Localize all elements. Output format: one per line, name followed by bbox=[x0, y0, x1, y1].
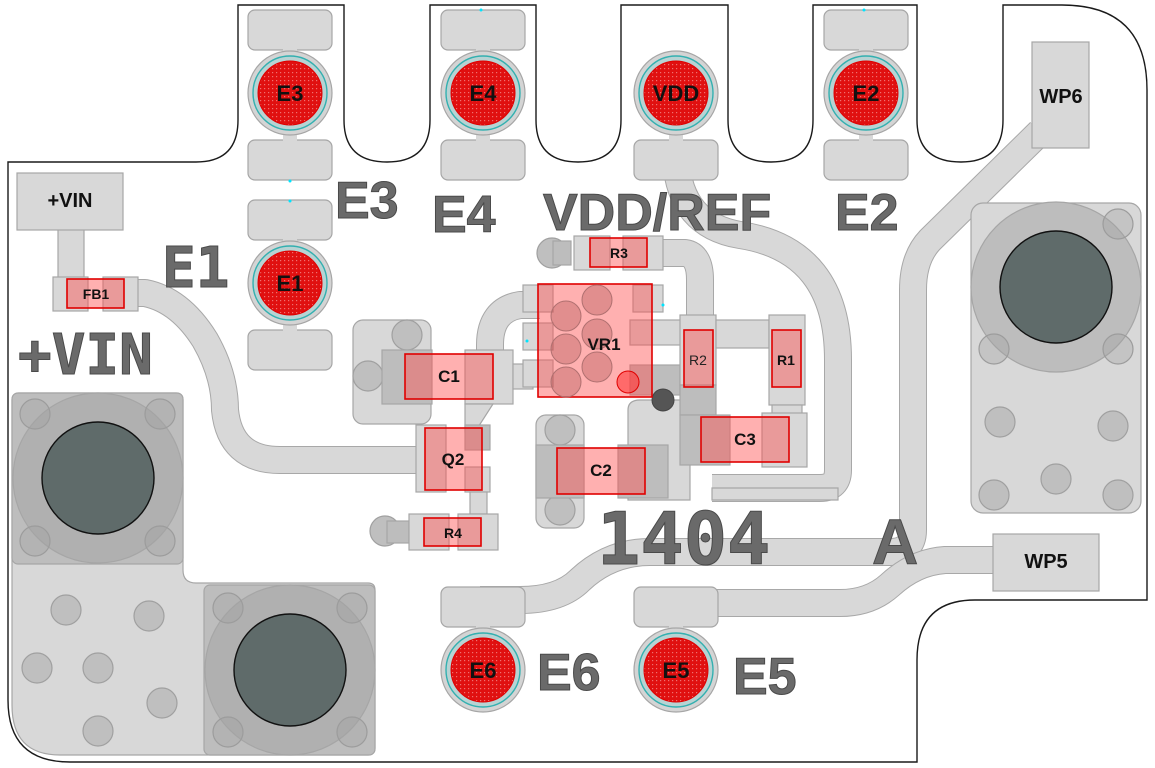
electrode-sensing-area bbox=[643, 637, 709, 703]
electrode-label: VDD bbox=[653, 81, 699, 106]
component-r2[interactable]: R2 bbox=[683, 329, 714, 388]
component-c2[interactable]: C2 bbox=[556, 447, 646, 495]
electrode-e5[interactable]: E5 bbox=[633, 586, 719, 713]
traces bbox=[57, 122, 1050, 617]
electrode-label: E5 bbox=[663, 658, 690, 683]
wire-pad-vin[interactable]: +VIN bbox=[16, 172, 124, 231]
marker-dot bbox=[661, 303, 665, 307]
electrode-sensing-area bbox=[450, 60, 516, 126]
electrode-pad bbox=[440, 139, 526, 181]
component-fb1[interactable]: FB1 bbox=[52, 276, 139, 312]
mounting-hole bbox=[233, 613, 347, 727]
silk-e5: E5 bbox=[733, 648, 797, 706]
component-r1[interactable]: R1 bbox=[771, 329, 802, 388]
electrode-pad bbox=[633, 586, 719, 628]
component-r4[interactable]: R4 bbox=[423, 517, 482, 547]
electrode-pad bbox=[247, 199, 333, 241]
center-circuit bbox=[352, 235, 839, 551]
electrode-pad bbox=[823, 9, 909, 51]
silk-vin: +VIN bbox=[18, 323, 153, 388]
component-c3[interactable]: C3 bbox=[700, 416, 790, 463]
electrode-pad bbox=[440, 586, 526, 628]
electrode-e3[interactable]: E3 bbox=[247, 9, 333, 181]
electrode-label: E2 bbox=[853, 81, 880, 106]
component-q2[interactable]: Q2 bbox=[424, 427, 483, 491]
mounting-hole bbox=[999, 230, 1113, 344]
component-c1-label: C1 bbox=[438, 367, 460, 386]
board-outline bbox=[7, 4, 1148, 763]
component-c2-label: C2 bbox=[590, 461, 612, 480]
electrode-sensing-area bbox=[643, 60, 709, 126]
component-vr1[interactable]: VR1 bbox=[537, 283, 653, 398]
marker-dot bbox=[288, 179, 292, 183]
component-r3[interactable]: R3 bbox=[589, 237, 648, 268]
mounting-hole bbox=[41, 421, 155, 535]
pin1-marker bbox=[651, 388, 675, 412]
electrode-vdd[interactable]: VDD bbox=[633, 50, 719, 181]
silk-e4: E4 bbox=[432, 186, 496, 244]
electrode-e1[interactable]: E1 bbox=[247, 199, 333, 371]
electrode-label: E6 bbox=[470, 658, 497, 683]
component-q2-label: Q2 bbox=[442, 450, 465, 469]
silk-vdd-ref: VDD/REF bbox=[543, 184, 771, 242]
wire-pad-wp6[interactable]: WP6 bbox=[1031, 41, 1090, 149]
marker-dot bbox=[288, 199, 292, 203]
electrode-label: E1 bbox=[277, 271, 304, 296]
electrode-label: E3 bbox=[277, 81, 304, 106]
silk-e3: E3 bbox=[335, 172, 399, 230]
marker-dot bbox=[862, 8, 866, 12]
component-r1-label: R1 bbox=[777, 352, 795, 368]
component-vr1-label: VR1 bbox=[587, 335, 620, 354]
electrode-pad bbox=[247, 139, 333, 181]
mounting-pad-bottom-left bbox=[11, 392, 376, 756]
electrode-sensing-area bbox=[833, 60, 899, 126]
electrode-e4[interactable]: E4 bbox=[440, 9, 526, 181]
wire-pad-wp6-label: WP6 bbox=[1039, 86, 1082, 108]
component-c3-label: C3 bbox=[734, 430, 756, 449]
silk-revision-letter: A bbox=[872, 506, 918, 578]
electrode-sensing-area bbox=[257, 250, 323, 316]
electrode-e2[interactable]: E2 bbox=[823, 9, 909, 181]
component-fb1-label: FB1 bbox=[83, 286, 110, 302]
component-r3-label: R3 bbox=[610, 245, 628, 261]
electrode-sensing-area bbox=[257, 60, 323, 126]
electrode-pad bbox=[440, 9, 526, 51]
electrode-sensing-area bbox=[450, 637, 516, 703]
wire-pad-wp5-label: WP5 bbox=[1024, 551, 1067, 573]
electrode-label: E4 bbox=[470, 81, 498, 106]
silk-revision: 1404 bbox=[597, 497, 770, 581]
marker-dot bbox=[525, 339, 529, 343]
marker-dot bbox=[479, 8, 483, 12]
silk-e6: E6 bbox=[537, 644, 601, 702]
electrode-pad bbox=[633, 139, 719, 181]
electrode-pad bbox=[823, 139, 909, 181]
electrode-e6[interactable]: E6 bbox=[440, 586, 526, 713]
silk-e2: E2 bbox=[835, 184, 899, 242]
mounting-pad-right bbox=[970, 201, 1142, 514]
electrode-pad bbox=[247, 329, 333, 371]
wire-pad-vin-label: +VIN bbox=[47, 190, 92, 212]
component-r4-label: R4 bbox=[444, 525, 462, 541]
wire-pad-wp5[interactable]: WP5 bbox=[992, 533, 1100, 592]
electrode-pad bbox=[247, 9, 333, 51]
component-r2-label: R2 bbox=[689, 352, 707, 368]
component-c1[interactable]: C1 bbox=[404, 353, 494, 400]
silk-e1: E1 bbox=[162, 236, 229, 301]
